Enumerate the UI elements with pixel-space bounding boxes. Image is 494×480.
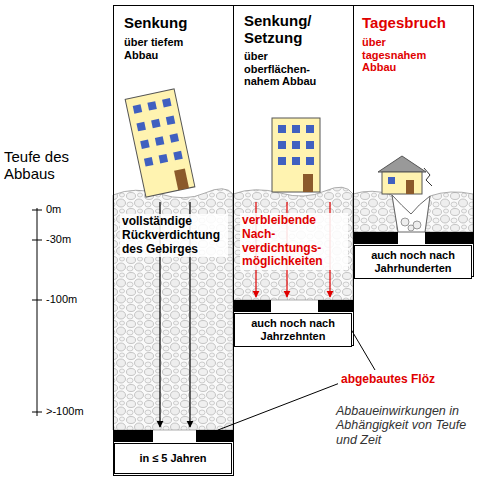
mining-column: Tagesbruch über tagesnahem Abbau auch noch… [353, 5, 474, 277]
time-box: auch noch nach Jahrzehnten [234, 313, 352, 347]
column-text: über tiefem Abbau [124, 36, 194, 61]
time-box: in ≤ 5 Jahren [114, 443, 232, 474]
column-text: verbleibende Nach- verdichtungs- möglich… [240, 213, 348, 270]
mining-column: Senkung über tiefem Abbau vollständige Rüc… [113, 5, 234, 476]
column-text: vollständige Rückverdichtung des Gebirge… [120, 214, 228, 257]
column-heading: Tagesbruch [362, 14, 468, 31]
axis-title: Teufe des Abbaus [4, 148, 84, 183]
column-heading: Senkung [124, 14, 224, 31]
time-box: auch noch nach Jahrhunderten [354, 245, 472, 279]
mining-column: Senkung/ Setzungüber oberflächen- nahem … [233, 5, 354, 346]
column-heading: Senkung/ Setzung [244, 12, 344, 47]
column-text: über oberflächen- nahem Abbau [244, 50, 326, 88]
depth-tick: -100m [46, 293, 77, 306]
time-text: auch noch nach Jahrhunderten [359, 249, 467, 274]
depth-tick: >-100m [46, 405, 84, 418]
column-text: über tagesnahem Abbau [362, 36, 442, 74]
depth-tick: -30m [46, 233, 71, 246]
caption: Abbaueinwirkungen in Abhängigkeit von Te… [336, 404, 486, 447]
seam-label: abgebautes Flöz [338, 372, 438, 388]
depth-tick: 0m [46, 203, 61, 216]
time-text: auch noch nach Jahrzehnten [239, 317, 347, 342]
time-text: in ≤ 5 Jahren [139, 452, 206, 465]
